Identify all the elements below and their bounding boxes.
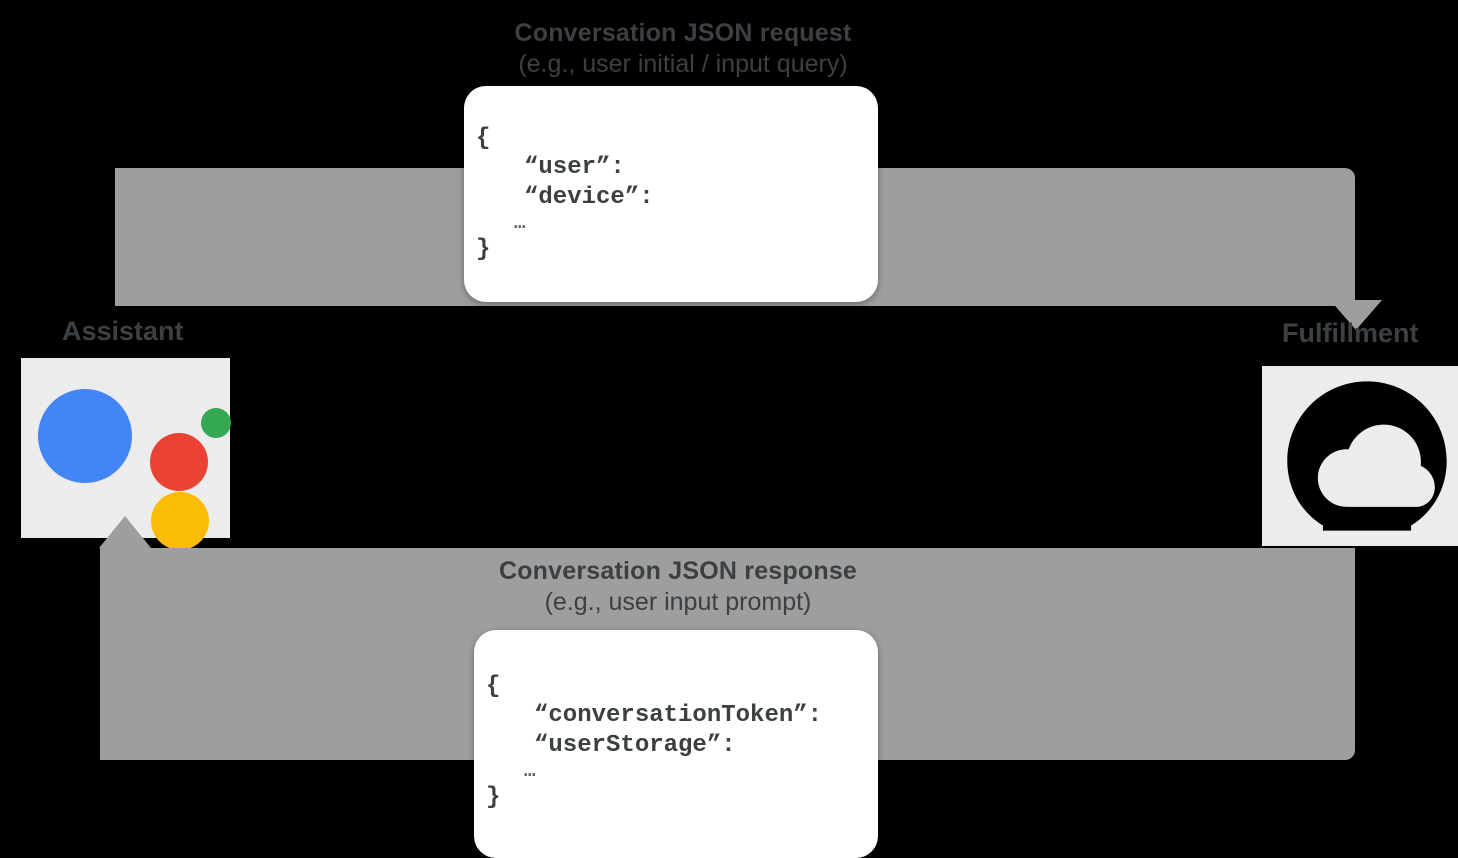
- response-json-open-brace: {: [486, 673, 501, 700]
- response-json-close-brace: }: [486, 783, 501, 811]
- request-arrow-head-icon: [1330, 300, 1382, 330]
- assistant-endpoint-tile: [21, 358, 231, 550]
- response-json-key-conversation-token: “conversationToken”:: [534, 702, 823, 730]
- google-assistant-icon: [37, 373, 231, 550]
- request-flow-title: Conversation JSON request: [514, 19, 852, 47]
- response-arrow-head-icon: [99, 516, 151, 548]
- assistant-yellow-dot-icon: [150, 492, 209, 550]
- request-json-callout: { “user”: “device”: … }: [464, 86, 878, 302]
- request-flow-subtitle: (e.g., user initial / input query): [518, 50, 848, 79]
- response-flow-subtitle: (e.g., user input prompt): [544, 588, 812, 617]
- request-json-key-user: “user”:: [524, 154, 625, 182]
- response-flow-label: Conversation JSON response (e.g., user i…: [378, 556, 978, 619]
- assistant-green-dot-icon: [200, 408, 231, 438]
- response-json-callout: { “conversationToken”: “userStorage”: … …: [474, 630, 878, 858]
- request-json-close-brace: }: [476, 235, 491, 263]
- request-json-ellipsis: …: [514, 211, 526, 234]
- request-flow-label: Conversation JSON request (e.g., user in…: [383, 18, 983, 81]
- response-flow-title: Conversation JSON response: [498, 557, 858, 585]
- assistant-red-dot-icon: [149, 433, 208, 491]
- assistant-endpoint-label: Assistant: [62, 316, 184, 346]
- request-json-open-brace: {: [476, 125, 491, 152]
- google-cloud-icon: [1286, 381, 1447, 531]
- fulfillment-endpoint-tile: [1262, 366, 1458, 546]
- fulfillment-endpoint-label: Fulfillment: [1282, 318, 1419, 348]
- response-json-ellipsis: …: [524, 759, 536, 782]
- assistant-blue-dot-icon: [37, 389, 132, 483]
- response-json-key-user-storage: “userStorage”:: [534, 731, 736, 759]
- request-json-key-device: “device”:: [524, 183, 654, 211]
